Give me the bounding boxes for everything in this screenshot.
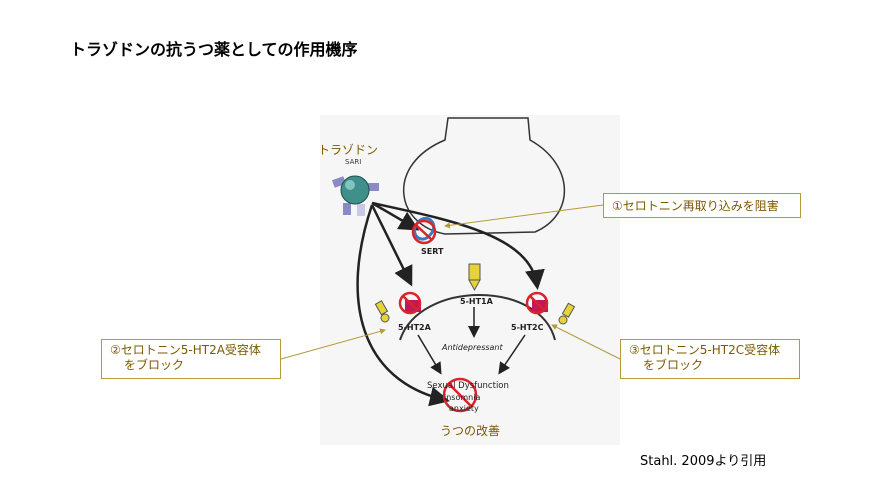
leader-line-3	[551, 324, 621, 360]
ht1a-label: 5-HT1A	[460, 297, 494, 306]
callout-5ht2a-block: ②セロトニン5-HT2A受容体 をブロック	[101, 339, 281, 379]
citation: Stahl. 2009より引用	[640, 454, 767, 469]
drug-name-label: トラゾドン	[318, 143, 379, 157]
leader-line-2	[280, 328, 386, 360]
callout-1-line-1: ①セロトニン再取り込みを阻害	[612, 199, 779, 213]
callout-reuptake-inhibition: ①セロトニン再取り込みを阻害	[603, 193, 801, 218]
antidepressant-label: Antidepressant	[441, 343, 504, 352]
insomnia-label: insomnia	[444, 393, 480, 402]
ht2a-label: 5-HT2A	[398, 323, 432, 332]
anxiety-label: anxiety	[449, 404, 479, 413]
trazodone-molecule	[331, 175, 379, 216]
arrow-2a-outcome	[417, 334, 442, 375]
callout-2-line-2: をブロック	[124, 358, 185, 372]
ht2a-receptor-blocked	[374, 291, 422, 323]
sert-transporter	[411, 216, 437, 245]
leader-line-1	[444, 204, 604, 229]
arrow-2c-outcome	[498, 334, 526, 375]
drug-class-label: SARI	[345, 158, 362, 166]
ht2c-label: 5-HT2C	[511, 323, 544, 332]
postsynaptic-membrane	[399, 294, 556, 341]
ht1a-receptor	[468, 263, 481, 292]
arrow-to-5ht2a	[370, 204, 413, 287]
ht2c-receptor-blocked	[525, 291, 576, 325]
sexual-dysfunction-label: Sexual Dysfunction	[427, 381, 509, 391]
arrow-to-sert	[371, 201, 420, 231]
callout-3-line-1: ③セロトニン5-HT2C受容体	[629, 343, 781, 357]
result-label: うつの改善	[440, 424, 501, 438]
callout-3-line-2: をブロック	[643, 358, 704, 372]
callout-2-line-1: ②セロトニン5-HT2A受容体	[110, 343, 261, 357]
sert-label: SERT	[421, 247, 444, 256]
presynaptic-neuron	[403, 117, 566, 235]
arrow-to-5ht2c	[371, 201, 545, 290]
arrow-to-sexual-dysfunction	[356, 204, 450, 407]
callout-5ht2c-block: ③セロトニン5-HT2C受容体 をブロック	[620, 339, 800, 379]
page-title: トラゾドンの抗うつ薬としての作用機序	[70, 40, 358, 59]
sexual-dysfunction-block	[442, 377, 478, 413]
